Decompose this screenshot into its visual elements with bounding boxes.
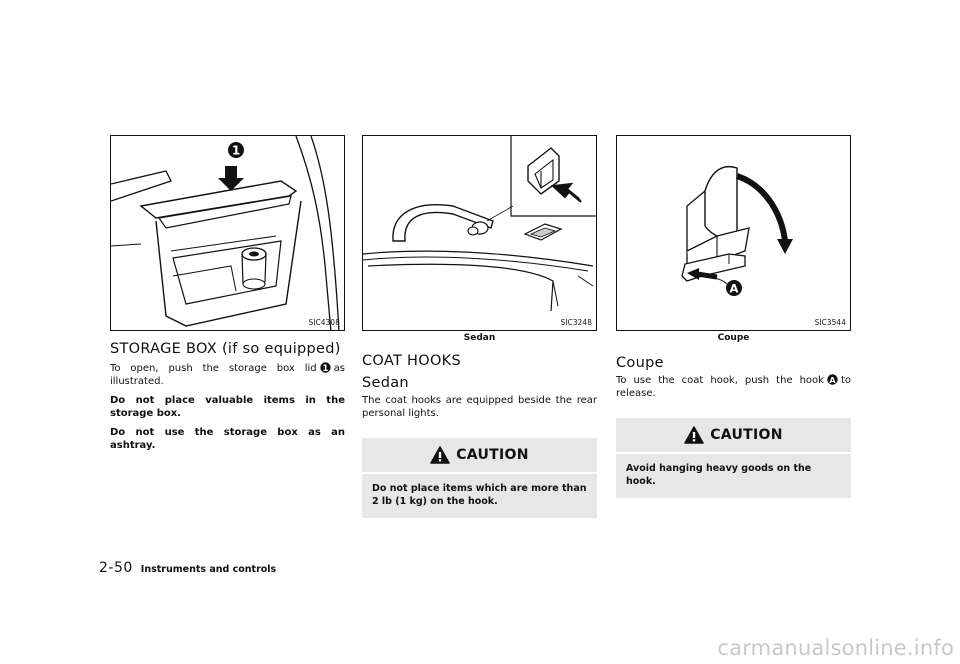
warning-triangle-icon	[684, 426, 704, 444]
svg-text:1: 1	[232, 144, 240, 158]
svg-text:A: A	[730, 282, 739, 296]
caution-header: CAUTION	[362, 446, 597, 474]
storage-ashtray-warning: Do not use the storage box as an ashtray…	[110, 427, 345, 451]
caution-title: CAUTION	[710, 427, 783, 443]
marker-a-icon: A	[827, 374, 838, 385]
coupe-coat-hook-illustration: A	[681, 165, 793, 296]
page-footer: 2-50 Instruments and controls	[99, 560, 276, 576]
warning-triangle-icon	[430, 446, 450, 464]
push-arrow-icon	[550, 182, 582, 203]
push-arrow-icon	[218, 166, 244, 191]
page-number: 2-50	[99, 560, 133, 576]
rotate-arrow-icon	[777, 239, 793, 254]
coupe-section: A SIC3544 Coupe Coupe To use the coat ho…	[616, 135, 851, 498]
marker-1-icon: 1	[228, 142, 244, 158]
storage-box-section: 1 SIC4308 STORAGE BOX (if so equipped) T…	[110, 135, 345, 452]
sedan-paragraph: The coat hooks are equipped beside the r…	[362, 395, 597, 419]
storage-box-figure: 1 SIC4308	[110, 135, 345, 331]
coat-hooks-heading: COAT HOOKS	[362, 353, 461, 369]
storage-box-heading: STORAGE BOX (if so equipped)	[110, 341, 341, 357]
storage-box-illustration: 1	[111, 136, 340, 330]
coupe-heading: Coupe	[616, 355, 664, 371]
coupe-coat-hook-figure: A SIC3544	[616, 135, 851, 331]
caution-title: CAUTION	[456, 447, 529, 463]
figure-caption-sedan: Sedan	[463, 333, 496, 343]
coat-hooks-section: SIC3248 Sedan COAT HOOKS Sedan The coat …	[362, 135, 597, 518]
sedan-subheading: Sedan	[362, 375, 409, 391]
coupe-caution-box: CAUTION Avoid hanging heavy goods on the…	[616, 418, 851, 498]
sedan-caution-box: CAUTION Do not place items which are mor…	[362, 438, 597, 518]
watermark: carmanualsonline.info	[717, 636, 954, 660]
push-arrow-icon	[696, 271, 718, 280]
marker-a-icon: A	[726, 280, 742, 296]
figure-caption-coupe: Coupe	[717, 333, 750, 343]
svg-text:A: A	[829, 376, 836, 385]
svg-text:1: 1	[322, 364, 328, 373]
figure-code: SIC3248	[560, 318, 592, 327]
caution-text: Avoid hanging heavy goods on the hook.	[626, 463, 812, 487]
section-title: Instruments and controls	[140, 564, 277, 575]
sedan-coat-hook-illustration	[363, 136, 596, 312]
storage-valuables-warning: Do not place valuable items in the stora…	[110, 395, 345, 419]
marker-1-icon: 1	[319, 362, 331, 373]
sedan-coat-hook-figure: SIC3248	[362, 135, 597, 331]
caution-header: CAUTION	[616, 426, 851, 454]
figure-code: SIC3544	[814, 318, 846, 327]
figure-code: SIC4308	[308, 318, 340, 327]
caution-text: Do not place items which are more than 2…	[372, 483, 587, 507]
